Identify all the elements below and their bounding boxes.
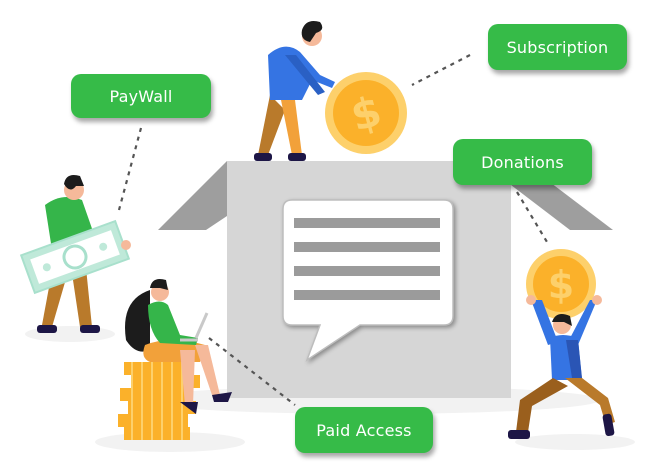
- hand: [121, 240, 131, 250]
- svg-text:$: $: [548, 263, 574, 307]
- person-pushing-coin: [254, 21, 335, 161]
- running-person-shadow: [515, 434, 635, 450]
- subscription-connector: [411, 54, 471, 86]
- paid-access-label: Paid Access: [295, 407, 433, 453]
- donations-connector: [516, 191, 548, 243]
- speech-bubble-icon: [282, 199, 454, 362]
- paid-access-connector: [208, 337, 296, 406]
- paywall-label: PayWall: [71, 74, 211, 118]
- dollar-bill-icon: [19, 219, 131, 295]
- laptop-icon: [194, 312, 209, 339]
- paywall-connector: [117, 127, 143, 211]
- subscription-label: Subscription: [488, 24, 627, 70]
- dollar-coin-icon: $: [526, 249, 596, 319]
- connector-lines: [117, 54, 548, 406]
- person-carrying-coin: [508, 295, 615, 439]
- person-sitting-with-laptop: [125, 279, 232, 414]
- dollar-coin-icon: $: [325, 72, 407, 154]
- donations-label: Donations: [453, 139, 592, 185]
